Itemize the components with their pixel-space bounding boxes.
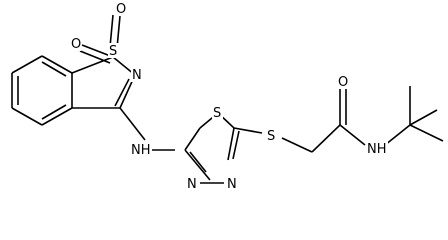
bond (116, 15, 121, 49)
atom-label-o-carbonyl: O (338, 75, 348, 90)
bond (41, 55, 73, 74)
atom-label-o-sulfonyl-left: O (71, 37, 81, 52)
structure-drawing: O S O N NH S S O NH N N (11, 1, 444, 192)
atom-label-o-sulfonyl-top: O (116, 2, 126, 17)
bond (409, 124, 444, 142)
bond (109, 14, 114, 48)
atom-label-n-amine: NH (131, 143, 151, 158)
bond (281, 137, 313, 153)
molecule-structure: O S O N NH S S O NH N N (11, 1, 444, 192)
bond (227, 127, 235, 161)
bond (81, 44, 114, 58)
bond (41, 107, 73, 126)
atom-label-s-thioether: S (267, 129, 275, 144)
bond (79, 50, 111, 64)
bond (232, 130, 240, 160)
bond (233, 127, 263, 134)
atom-labels: O S O N NH S S O NH N N (70, 1, 388, 192)
bond (409, 109, 438, 126)
bond (184, 149, 211, 181)
bond (11, 55, 43, 74)
bond (41, 104, 67, 120)
atom-label-n-thiadiazole-left: N (187, 177, 197, 192)
bond (71, 56, 114, 74)
bond (114, 78, 130, 107)
bond (339, 124, 366, 146)
atom-label-n-thiadiazole-right: N (227, 177, 237, 192)
bond (41, 61, 67, 77)
bond (311, 124, 341, 153)
bond (11, 107, 43, 126)
bond (119, 107, 146, 141)
atom-label-s-sulfonyl: S (109, 44, 117, 59)
atom-label-n-amide: NH (367, 142, 387, 157)
bond (384, 124, 411, 146)
bond (184, 127, 201, 151)
atom-label-s-thiadiazole: S (213, 106, 221, 121)
atom-label-n-isothiazole: N (132, 68, 142, 83)
bond (189, 151, 207, 173)
